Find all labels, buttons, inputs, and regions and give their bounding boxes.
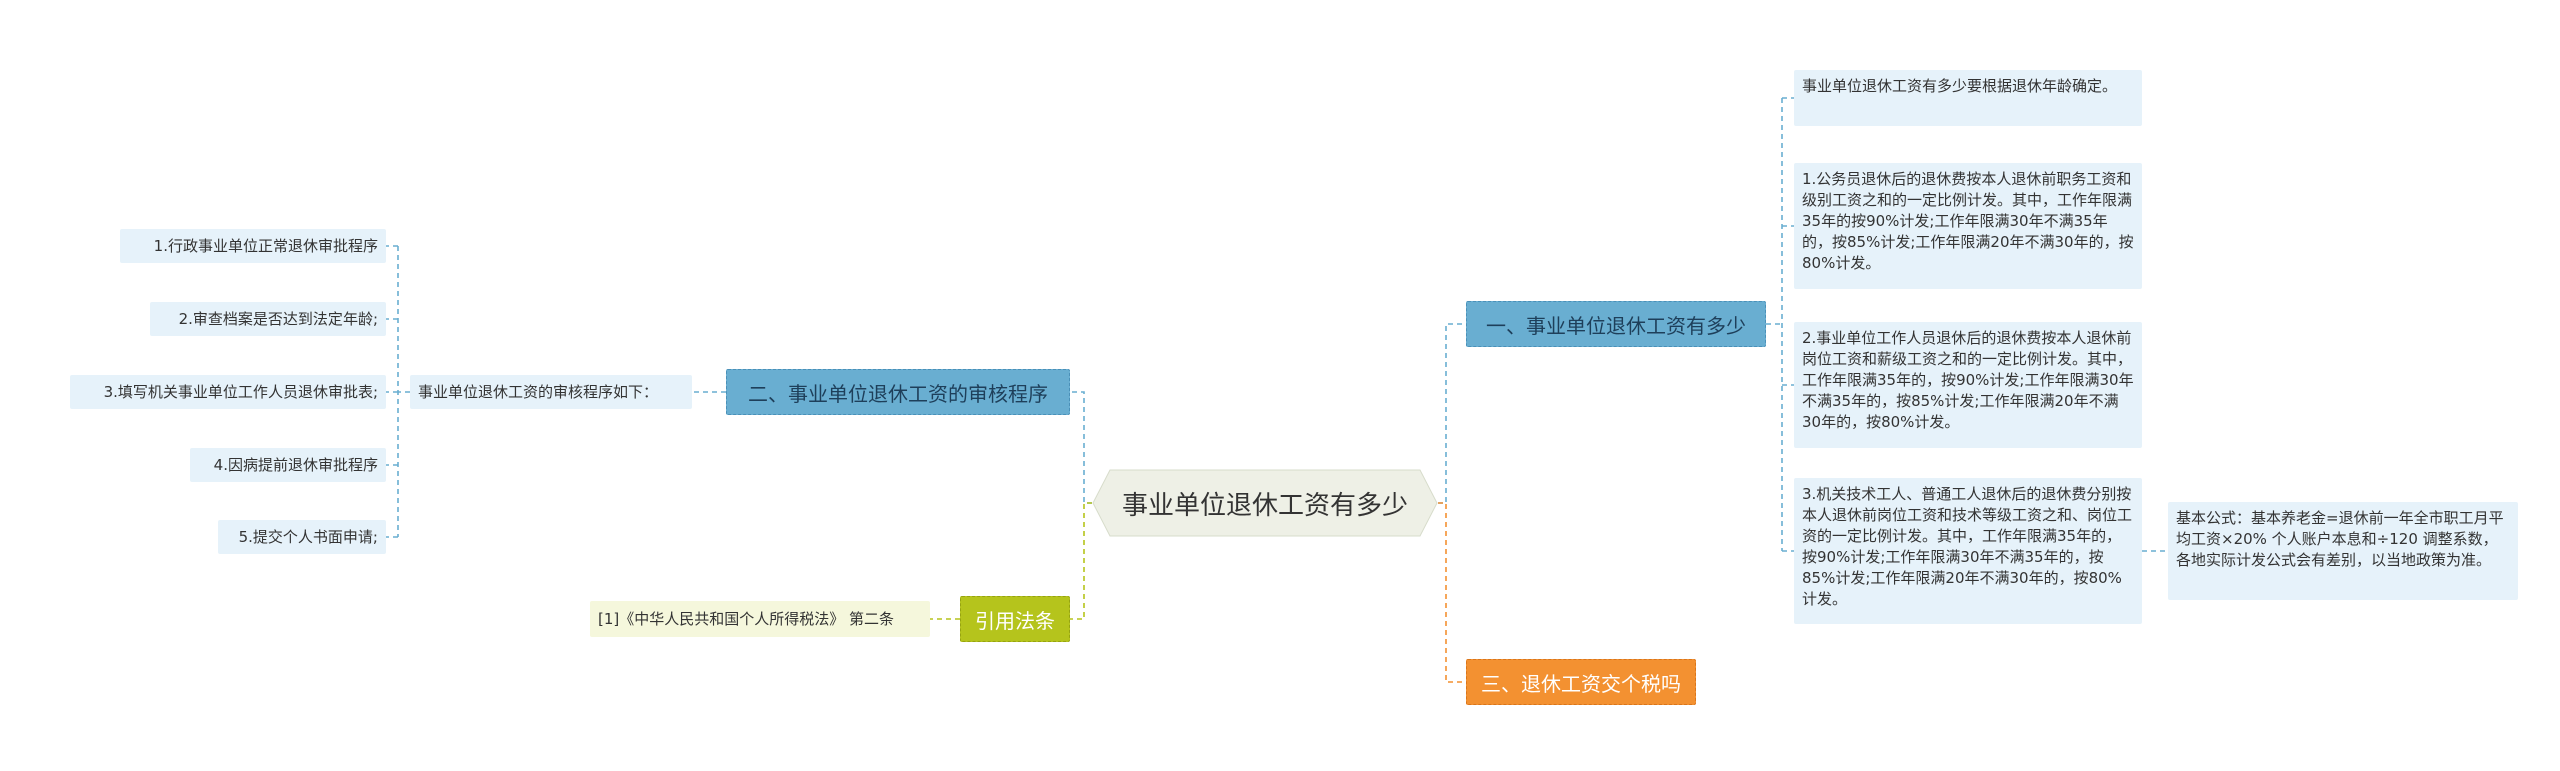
link-center-b3 xyxy=(1438,502,1466,683)
b2-step[interactable]: 2.审查档案是否达到法定年龄; xyxy=(150,302,386,336)
central-topic-shape xyxy=(1092,469,1438,537)
b2-step-text: 2.审查档案是否达到法定年龄; xyxy=(178,309,378,328)
branch-b1-label: 一、事业单位退休工资有多少 xyxy=(1486,313,1746,338)
link-center-law xyxy=(1070,502,1092,620)
branch-b1[interactable]: 一、事业单位退休工资有多少 xyxy=(1466,301,1766,347)
b1-item-text: 3.机关技术工人、普通工人退休后的退休费分别按本人退休前岗位工资和技术等级工资之… xyxy=(1802,485,2133,608)
law-reference-text: [1]《中华人民共和国个人所得税法》 第二条 xyxy=(598,609,895,628)
b2-step[interactable]: 1.行政事业单位正常退休审批程序 xyxy=(120,229,386,263)
b2-step-text: 3.填写机关事业单位工作人员退休审批表; xyxy=(103,382,378,401)
link-center-b2 xyxy=(1070,391,1092,504)
law-reference[interactable]: [1]《中华人民共和国个人所得税法》 第二条 xyxy=(590,601,930,637)
b2-step-text: 4.因病提前退休审批程序 xyxy=(213,455,378,474)
b1-item-text: 1.公务员退休后的退休费按本人退休前职务工资和级别工资之和的一定比例计发。其中，… xyxy=(1802,170,2134,272)
b2-intro[interactable]: 事业单位退休工资的审核程序如下： xyxy=(410,375,692,409)
b2-step[interactable]: 4.因病提前退休审批程序 xyxy=(190,448,386,482)
b1-item[interactable]: 事业单位退休工资有多少要根据退休年龄确定。 xyxy=(1794,70,2142,126)
b2-step-text: 5.提交个人书面申请; xyxy=(238,527,378,546)
b1-item[interactable]: 1.公务员退休后的退休费按本人退休前职务工资和级别工资之和的一定比例计发。其中，… xyxy=(1794,163,2142,289)
link-center-b1 xyxy=(1438,323,1466,504)
b2-step[interactable]: 5.提交个人书面申请; xyxy=(218,520,386,554)
branch-law-label: 引用法条 xyxy=(975,608,1055,633)
b2-step-text: 1.行政事业单位正常退休审批程序 xyxy=(153,236,378,255)
b1-item[interactable]: 3.机关技术工人、普通工人退休后的退休费分别按本人退休前岗位工资和技术等级工资之… xyxy=(1794,478,2142,624)
branch-b2[interactable]: 二、事业单位退休工资的审核程序 xyxy=(726,369,1070,415)
b1-item[interactable]: 2.事业单位工作人员退休后的退休费按本人退休前岗位工资和薪级工资之和的一定比例计… xyxy=(1794,322,2142,448)
b2-step[interactable]: 3.填写机关事业单位工作人员退休审批表; xyxy=(70,375,386,409)
branch-b3[interactable]: 三、退休工资交个税吗 xyxy=(1466,659,1696,705)
branch-law[interactable]: 引用法条 xyxy=(960,596,1070,642)
b1-formula-text: 基本公式：基本养老金=退休前一年全市职工月平均工资×20% 个人账户本息和÷12… xyxy=(2176,509,2504,569)
b1-item-text: 事业单位退休工资有多少要根据退休年龄确定。 xyxy=(1802,77,2118,95)
b2-intro-text: 事业单位退休工资的审核程序如下： xyxy=(418,382,659,401)
central-topic[interactable]: 事业单位退休工资有多少 xyxy=(1092,469,1438,537)
link-intro-steps xyxy=(386,245,410,538)
b1-item-text: 2.事业单位工作人员退休后的退休费按本人退休前岗位工资和薪级工资之和的一定比例计… xyxy=(1802,329,2134,431)
branch-b2-label: 二、事业单位退休工资的审核程序 xyxy=(748,381,1048,406)
branch-b3-label: 三、退休工资交个税吗 xyxy=(1481,671,1681,696)
central-topic-label: 事业单位退休工资有多少 xyxy=(1121,490,1408,521)
link-b1-items xyxy=(1766,97,1794,552)
b1-formula[interactable]: 基本公式：基本养老金=退休前一年全市职工月平均工资×20% 个人账户本息和÷12… xyxy=(2168,502,2518,600)
